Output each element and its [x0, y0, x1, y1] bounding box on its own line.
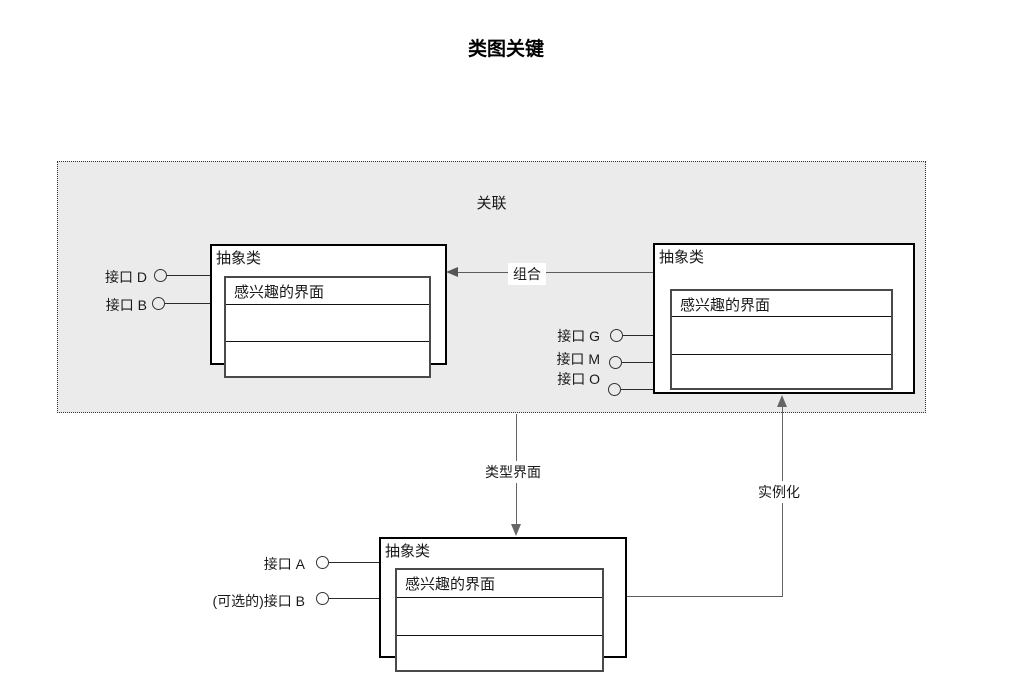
port-connector-line: [329, 598, 379, 599]
lollipop-circle-icon: [316, 592, 329, 605]
lollipop-circle-icon: [152, 297, 165, 310]
lollipop-circle-icon: [610, 329, 623, 342]
port-connector-line: [167, 275, 210, 276]
instantiation-arrow-label: 实例化: [753, 481, 805, 503]
arrowhead-up-icon: [777, 395, 787, 407]
class-name-label: 抽象类: [385, 543, 431, 560]
port-label-interface-b: 接口 B: [105, 297, 147, 313]
interest-interface-label: 感兴趣的界面: [234, 284, 325, 301]
lollipop-circle-icon: [609, 356, 622, 369]
port-connector-line: [621, 389, 653, 390]
port-label-interface-d: 接口 D: [105, 269, 147, 285]
interest-interface-panel-bottom: 感兴趣的界面: [395, 568, 604, 672]
port-label-interface-m: 接口 M: [556, 351, 600, 367]
panel-divider: [397, 635, 602, 636]
instantiation-arrow-hline: [627, 596, 783, 597]
port-label-interface-a: 接口 A: [263, 556, 305, 572]
composition-arrow-line: [458, 272, 653, 273]
panel-divider: [226, 304, 429, 305]
interest-interface-panel-right: 感兴趣的界面: [670, 289, 893, 390]
port-connector-line: [623, 335, 653, 336]
association-region-label: 关联: [476, 195, 507, 212]
port-label-interface-o: 接口 O: [557, 371, 600, 387]
port-label-interface-g: 接口 G: [557, 328, 600, 344]
port-connector-line: [329, 562, 379, 563]
panel-divider: [226, 341, 429, 342]
panel-divider: [397, 597, 602, 598]
port-connector-line: [622, 362, 653, 363]
class-name-label: 抽象类: [216, 250, 262, 267]
diagram-title: 类图关键: [467, 39, 544, 60]
class-name-label: 抽象类: [659, 249, 705, 266]
lollipop-circle-icon: [316, 556, 329, 569]
lollipop-circle-icon: [608, 383, 621, 396]
port-label-optional-interface-b: (可选的)接口 B: [212, 593, 305, 609]
panel-divider: [672, 354, 891, 355]
interest-interface-label: 感兴趣的界面: [405, 576, 496, 593]
interest-interface-panel-left: 感兴趣的界面: [224, 276, 431, 378]
lollipop-circle-icon: [154, 269, 167, 282]
panel-divider: [672, 316, 891, 317]
type-interface-arrow-label: 类型界面: [480, 461, 546, 483]
interest-interface-label: 感兴趣的界面: [680, 297, 771, 314]
composition-arrow-label: 组合: [508, 263, 546, 285]
arrowhead-down-icon: [511, 524, 521, 536]
port-connector-line: [165, 303, 210, 304]
arrowhead-left-icon: [446, 267, 458, 277]
